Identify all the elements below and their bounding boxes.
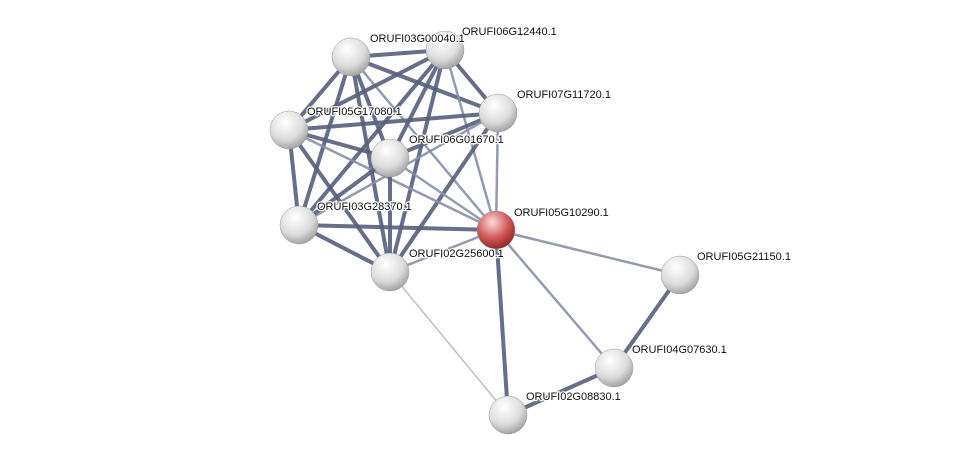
edge-B-E[interactable] [388,49,447,159]
edge-B-H[interactable] [443,49,498,231]
edge-C-E[interactable] [389,111,499,160]
protein-node[interactable] [370,252,410,292]
edge-C-H[interactable] [494,112,500,231]
node-label: ORUFI06G12440.1 [462,26,557,38]
labels-layer: ORUFI03G00040.1ORUFI06G12440.1ORUFI07G11… [306,25,792,405]
node-label: ORUFI03G00040.1 [370,33,465,45]
edge-J-K[interactable] [507,366,615,417]
edge-F-H[interactable] [298,223,497,232]
node-label: ORUFI02G25600.1 [409,248,504,260]
edge-C-D[interactable] [288,111,499,132]
node-label: ORUFI02G08830.1 [526,391,621,403]
edge-B-F[interactable] [297,48,447,227]
edge-H-K[interactable] [494,229,510,416]
node-label: ORUFI03G28370.1 [317,201,412,213]
protein-node[interactable] [660,255,700,295]
protein-node[interactable] [476,210,516,250]
edge-B-G[interactable] [388,49,447,273]
protein-node[interactable] [425,30,465,70]
protein-node[interactable] [488,395,528,435]
nodes-layer [269,30,700,435]
node-label: ORUFI06G01670.1 [409,134,504,146]
node-label: ORUFI05G10290.1 [514,207,609,219]
edge-D-G[interactable] [287,128,392,274]
edge-H-I[interactable] [495,228,681,277]
edge-E-H[interactable] [389,156,497,232]
edge-C-G[interactable] [388,111,500,274]
edge-G-K[interactable] [389,271,509,416]
protein-node[interactable] [478,93,518,133]
protein-node[interactable] [370,138,410,178]
node-label: ORUFI07G11720.1 [517,89,611,101]
protein-node[interactable] [331,37,371,77]
edge-D-H[interactable] [288,128,497,232]
edge-A-C[interactable] [350,55,499,115]
edge-B-D[interactable] [288,48,446,132]
edge-H-J[interactable] [495,229,615,369]
protein-node[interactable] [279,205,319,245]
protein-node[interactable] [594,348,634,388]
node-label: ORUFI05G21150.1 [697,251,791,263]
protein-node[interactable] [269,110,309,150]
node-label: ORUFI05G17080.1 [307,106,402,118]
node-label: ORUFI04G07630.1 [632,344,727,356]
